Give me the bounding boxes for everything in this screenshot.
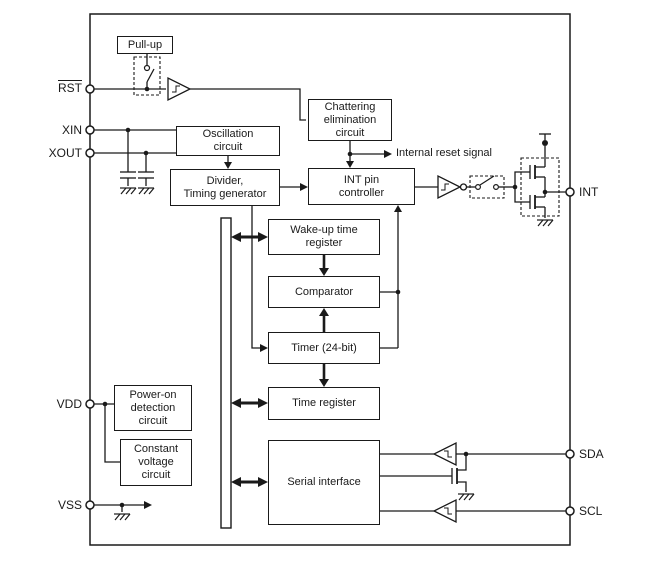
schmitt-buffer-icon bbox=[167, 76, 192, 102]
bus-arrows bbox=[231, 232, 268, 487]
block-power-on-detection: Power-on detection circuit bbox=[114, 385, 192, 431]
pin-terminal-xout bbox=[85, 148, 95, 158]
pin-label-xin: XIN bbox=[61, 123, 82, 137]
ground-icons bbox=[114, 187, 554, 521]
block-comparator: Comparator bbox=[268, 276, 380, 308]
pin-label-int: INT bbox=[579, 185, 599, 199]
pin-terminal-int bbox=[565, 187, 575, 197]
wires bbox=[94, 54, 566, 512]
arrow-timer-to-comparator bbox=[319, 308, 329, 332]
pin-terminal-vss bbox=[85, 500, 95, 510]
sda-input-buffer-icon bbox=[432, 441, 457, 467]
pin-label-sda: SDA bbox=[579, 447, 604, 461]
sda-mosfet-icon bbox=[451, 468, 458, 484]
block-constant-voltage: Constant voltage circuit bbox=[120, 439, 192, 486]
pin-terminals bbox=[85, 84, 575, 516]
pin-label-rst: RST bbox=[44, 81, 82, 95]
ground-icon bbox=[138, 187, 155, 195]
rst-overline-text: RST bbox=[58, 81, 82, 95]
buffer-icons bbox=[167, 76, 468, 524]
ground-icon bbox=[120, 187, 137, 195]
arrowheads bbox=[144, 150, 402, 509]
ground-icon bbox=[537, 219, 554, 227]
pin-terminal-scl bbox=[565, 506, 575, 516]
pin-label-xout: XOUT bbox=[48, 146, 82, 160]
pin-label-vss: VSS bbox=[57, 498, 82, 512]
bus-bar bbox=[220, 217, 232, 529]
block-serial-interface: Serial interface bbox=[268, 440, 380, 525]
bus-arrow-serial bbox=[231, 477, 268, 487]
block-arrows bbox=[319, 255, 329, 387]
int-output-buffer-icon bbox=[437, 174, 468, 200]
pin-label-vdd: VDD bbox=[56, 397, 82, 411]
junction-dots bbox=[102, 86, 548, 508]
block-time-register: Time register bbox=[268, 387, 380, 420]
block-chattering-elimination: Chattering elimination circuit bbox=[308, 99, 392, 141]
arrow-timer-to-time-register bbox=[319, 364, 329, 387]
block-wakeup-time-register: Wake-up time register bbox=[268, 219, 380, 255]
pin-label-scl: SCL bbox=[579, 504, 603, 518]
int-output-mosfet-icon bbox=[520, 157, 560, 217]
block-pullup-label: Pull-up bbox=[117, 36, 173, 54]
block-timer-24bit: Timer (24-bit) bbox=[268, 332, 380, 364]
pin-terminal-sda bbox=[565, 449, 575, 459]
pin-terminal-rst bbox=[85, 84, 95, 94]
block-oscillation-circuit: Oscillation circuit bbox=[176, 126, 280, 156]
arrow-wakeup-to-comparator bbox=[319, 255, 329, 276]
bus-arrow-wakeup bbox=[231, 232, 268, 242]
block-divider-timing-generator: Divider, Timing generator bbox=[170, 169, 280, 206]
ground-icon bbox=[458, 493, 475, 501]
pin-terminal-vdd bbox=[85, 399, 95, 409]
ic-boundary bbox=[89, 13, 571, 546]
block-int-pin-controller: INT pin controller bbox=[308, 168, 415, 205]
scl-input-buffer-icon bbox=[432, 498, 457, 524]
jumper-switch-icon bbox=[469, 175, 505, 199]
internal-reset-signal-label: Internal reset signal bbox=[396, 147, 492, 159]
bus-arrow-time-register bbox=[231, 398, 268, 408]
ground-icon bbox=[114, 513, 131, 521]
pin-terminal-xin bbox=[85, 125, 95, 135]
pullup-switch-icon bbox=[133, 56, 161, 96]
